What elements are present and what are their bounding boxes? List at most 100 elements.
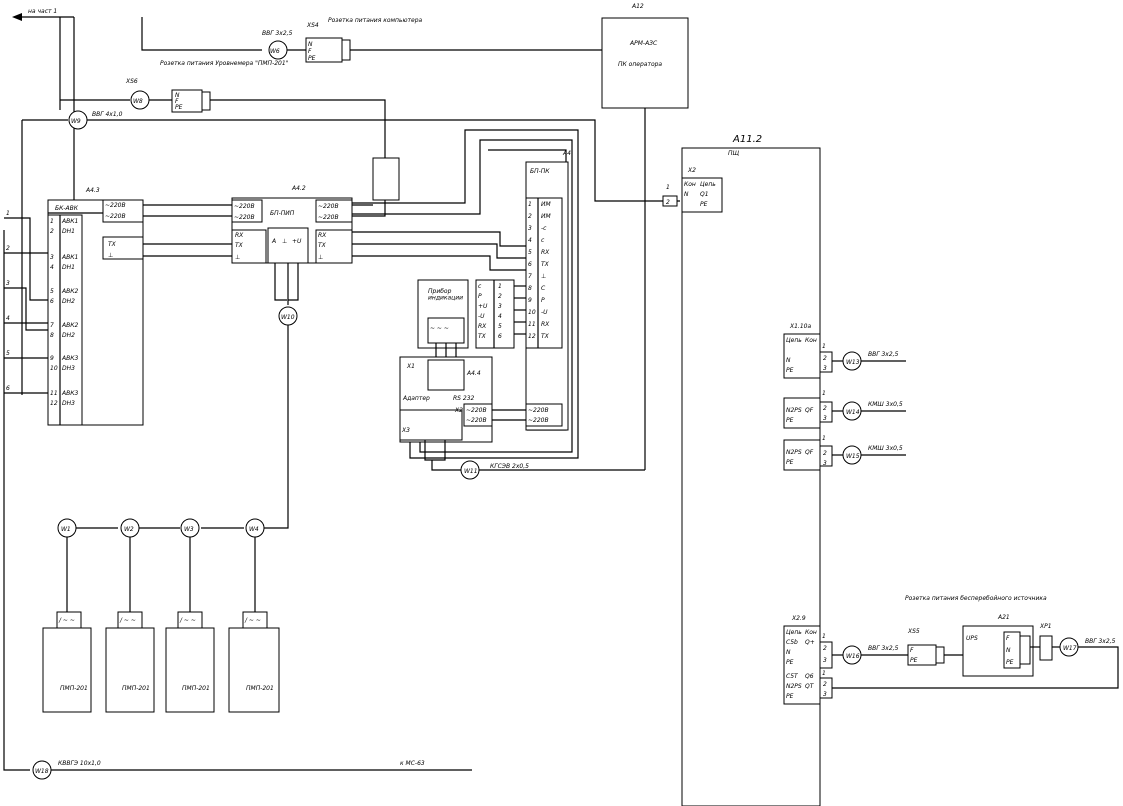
- svg-text:W13: W13: [846, 359, 860, 366]
- svg-text:RX: RX: [478, 323, 487, 330]
- svg-text:~220В: ~220В: [466, 417, 487, 424]
- svg-text:3: 3: [823, 657, 827, 664]
- svg-text:W2: W2: [124, 526, 134, 533]
- svg-text:6: 6: [50, 298, 54, 305]
- block-a44: А4.4 Адаптер RS 232 X1 X3 X2 ~220В ~220В…: [399, 356, 645, 480]
- svg-text:Кон: Кон: [684, 181, 696, 188]
- svg-text:RX: RX: [541, 249, 550, 256]
- svg-text:7: 7: [528, 273, 532, 280]
- svg-text:11: 11: [528, 321, 536, 328]
- svg-text:Цепь: Цепь: [786, 629, 802, 636]
- svg-text:W9: W9: [71, 118, 81, 125]
- svg-text:W6: W6: [270, 48, 280, 55]
- svg-text:W8: W8: [133, 98, 143, 105]
- svg-text:/ ~ ~: / ~ ~: [179, 617, 196, 624]
- svg-text:DH2: DH2: [62, 332, 75, 339]
- svg-text:⊥: ⊥: [235, 254, 240, 261]
- svg-text:DH2: DH2: [62, 298, 75, 305]
- svg-text:RX: RX: [235, 232, 244, 239]
- block-a12-ref: А12: [631, 3, 644, 10]
- svg-text:W11: W11: [464, 468, 478, 475]
- svg-text:N2PS: N2PS: [786, 407, 802, 414]
- svg-text:3: 3: [823, 365, 827, 372]
- svg-text:5: 5: [528, 249, 532, 256]
- svg-text:2: 2: [50, 228, 54, 235]
- svg-text:1: 1: [528, 201, 532, 208]
- svg-text:12: 12: [50, 400, 58, 407]
- svg-text:с: с: [478, 283, 482, 290]
- svg-text:XP1: XP1: [1039, 623, 1052, 630]
- sensor-2-name: ПМП-201: [122, 685, 150, 692]
- svg-text:~220В: ~220В: [105, 202, 126, 209]
- svg-text:~220В: ~220В: [318, 214, 339, 221]
- svg-text:W3: W3: [184, 526, 194, 533]
- cable-w9: W9 ВВГ 4х1,0: [21, 108, 680, 470]
- svg-text:5: 5: [50, 288, 54, 295]
- sensor-3: W3 / ~ ~ ПМП-201: [165, 518, 215, 713]
- svg-text:W16: W16: [846, 653, 860, 660]
- svg-text:~220В: ~220В: [318, 203, 339, 210]
- block-a43-ref: А4.3: [85, 187, 100, 194]
- block-a12: А12 АРМ-АЗС ПК оператора: [601, 3, 689, 109]
- a42-power-riser: [352, 157, 400, 217]
- svg-text:P: P: [541, 297, 545, 304]
- svg-text:Q+: Q+: [805, 639, 815, 646]
- svg-text:F: F: [910, 647, 914, 654]
- svg-text:⊥: ⊥: [108, 252, 113, 259]
- svg-text:3: 3: [528, 225, 532, 232]
- svg-text:~220В: ~220В: [234, 203, 255, 210]
- svg-text:XS5: XS5: [907, 628, 920, 635]
- svg-text:TX: TX: [478, 333, 487, 340]
- svg-text:~220В: ~220В: [528, 407, 549, 414]
- block-a44-name: Адаптер: [402, 395, 430, 402]
- svg-text:N: N: [175, 92, 180, 99]
- a43-a42-links: [143, 204, 232, 257]
- svg-text:АВК1: АВК1: [61, 218, 78, 225]
- ups-label: UPS: [966, 635, 978, 642]
- ups-socket: Розетка питания бесперебойного источника…: [905, 595, 1047, 666]
- block-a42-name: БП-ПИП: [270, 210, 295, 217]
- svg-text:6: 6: [528, 261, 532, 268]
- svg-text:XS4: XS4: [306, 22, 319, 29]
- svg-text:3: 3: [498, 303, 502, 310]
- link-to-part-1: на част 1: [12, 8, 75, 200]
- svg-text:X1.10a: X1.10a: [789, 323, 811, 330]
- cable-w18-label: КВВГЭ 10х1,0: [58, 760, 101, 767]
- svg-text:1: 1: [822, 670, 826, 677]
- svg-text:-c: -c: [541, 225, 547, 232]
- svg-text:TX: TX: [541, 333, 550, 340]
- level-socket: W8 XS6 N F PE Розетка питания Уровнемера…: [60, 60, 386, 158]
- svg-text:⊥: ⊥: [541, 273, 546, 280]
- sensor-1-name: ПМП-201: [60, 685, 88, 692]
- svg-text:PE: PE: [700, 201, 708, 208]
- svg-text:АВК2: АВК2: [61, 322, 78, 329]
- svg-text:10: 10: [528, 309, 536, 316]
- svg-text:АВК3: АВК3: [61, 390, 78, 397]
- svg-text:11: 11: [50, 390, 58, 397]
- svg-text:QF: QF: [805, 407, 814, 414]
- svg-text:12: 12: [528, 333, 536, 340]
- svg-text:Р: Р: [478, 293, 482, 300]
- cable-w9-label: ВВГ 4х1,0: [92, 111, 123, 118]
- svg-text:Кон: Кон: [805, 629, 817, 636]
- block-a44-ref: А4.4: [466, 370, 481, 377]
- svg-text:DH3: DH3: [62, 400, 75, 407]
- sensor-bus: W10: [264, 263, 299, 529]
- channel-4: 4: [6, 315, 10, 322]
- svg-text:3: 3: [823, 691, 827, 698]
- svg-text:N: N: [308, 41, 313, 48]
- svg-text:4: 4: [50, 264, 54, 271]
- svg-text:c: c: [541, 237, 545, 244]
- svg-text:X2: X2: [454, 407, 463, 414]
- cable-w17-label: ВВГ 3х2,5: [1085, 638, 1116, 645]
- svg-text:TX: TX: [108, 241, 117, 248]
- svg-text:Кон: Кон: [805, 337, 817, 344]
- sensor-3-name: ПМП-201: [182, 685, 210, 692]
- svg-text:X1: X1: [406, 363, 415, 370]
- svg-text:3: 3: [823, 460, 827, 467]
- svg-text:W17: W17: [1063, 645, 1077, 652]
